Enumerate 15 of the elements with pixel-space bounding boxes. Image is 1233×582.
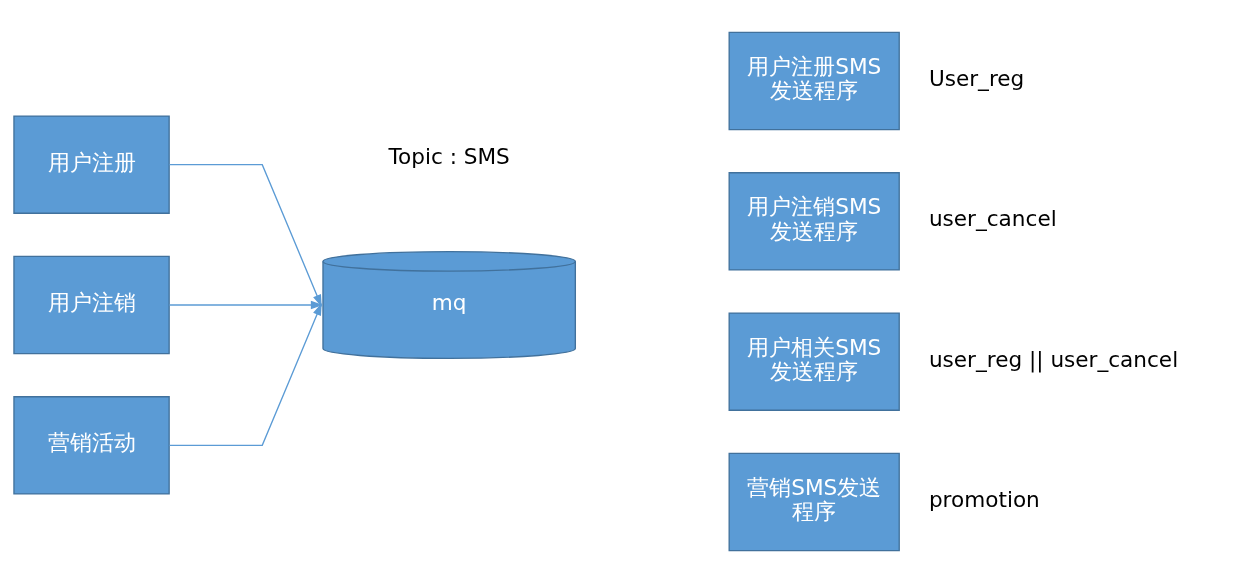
node-label: User_reg bbox=[928, 65, 1025, 91]
node-label: user_cancel bbox=[928, 205, 1057, 231]
node-label: promotion bbox=[928, 486, 1040, 512]
node-box: 用户相关SMS发送程序 bbox=[728, 311, 900, 411]
arrow bbox=[168, 163, 322, 307]
node-box: 营销活动 bbox=[13, 395, 170, 495]
node-box: 用户注销 bbox=[13, 255, 170, 354]
node-box: 用户注册 bbox=[13, 114, 170, 214]
arrow bbox=[168, 300, 323, 309]
node-label: user_reg || user_cancel bbox=[928, 346, 1179, 372]
node-box: 用户注销SMS发送程序 bbox=[728, 171, 900, 271]
arrow bbox=[168, 302, 322, 446]
node-box: 营销SMS发送程序 bbox=[728, 452, 900, 551]
node-label: Topic : SMS bbox=[388, 143, 510, 169]
node-box: 用户注册SMS发送程序 bbox=[728, 31, 900, 130]
